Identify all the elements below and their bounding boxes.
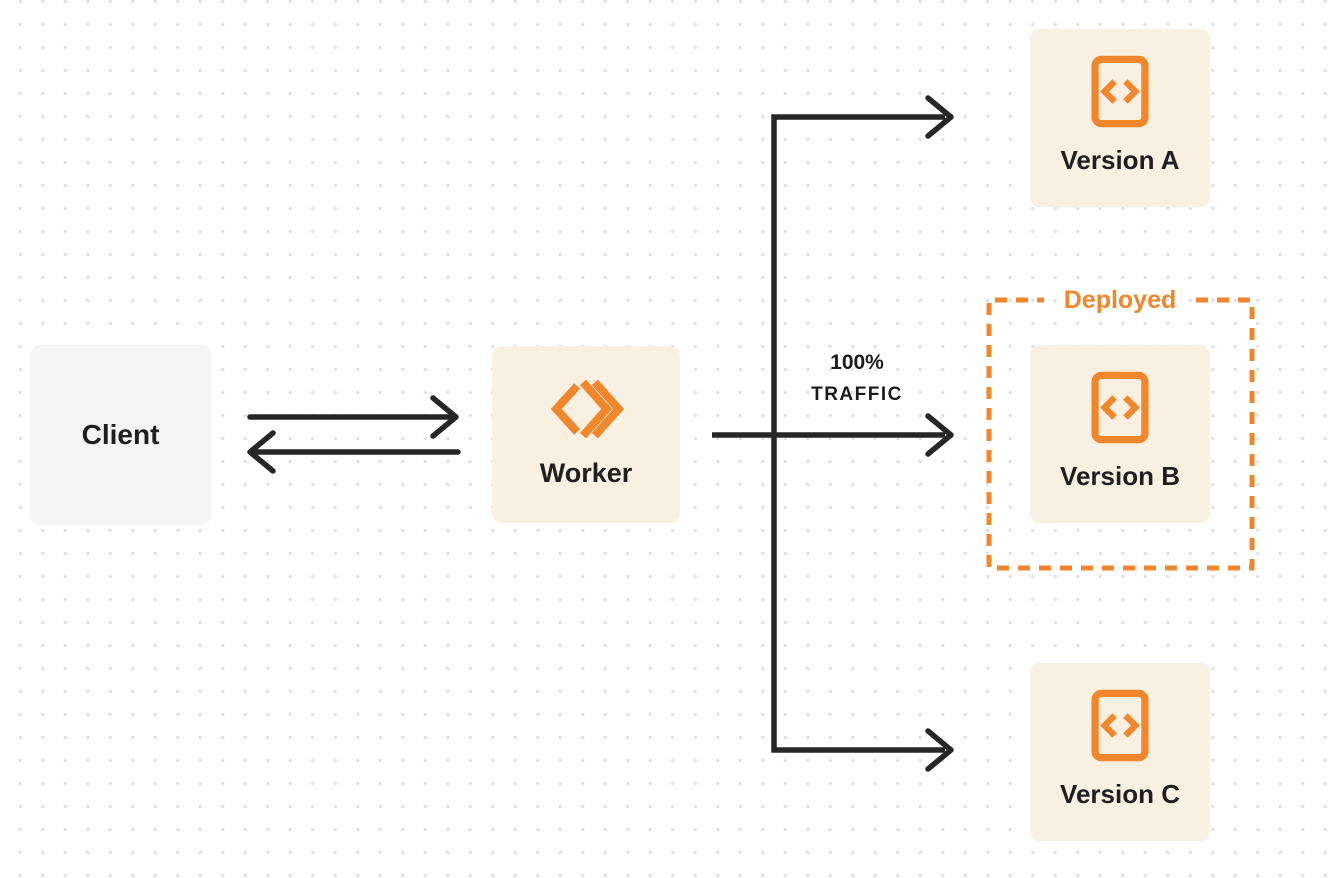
code-file-icon [1091,55,1149,128]
worker-node: Worker [492,346,680,523]
worker-output-arrow [712,413,954,457]
version-b-label: Version B [1060,461,1180,491]
request-arrow [247,395,459,439]
version-c-label: Version C [1060,779,1180,809]
version-c-node: Version C [1030,663,1210,841]
response-arrow [247,430,461,474]
arrowhead-version-a-icon [925,95,954,139]
deployed-label: Deployed [1063,286,1177,314]
arrowhead-version-c-icon [925,728,954,772]
worker-label: Worker [539,458,633,488]
traffic-word: TRAFFIC [811,384,903,405]
code-file-icon [1091,689,1149,762]
version-a-label: Version A [1060,145,1180,175]
version-b-node: Version B [1030,345,1210,523]
version-a-node: Version A [1030,29,1210,207]
arrowhead-right-icon [430,395,459,439]
client-label: Client [81,419,160,450]
branch-line [771,95,954,772]
code-file-icon [1091,371,1149,444]
client-node: Client [30,345,211,525]
traffic-annotation: 100% TRAFFIC [787,348,927,411]
arrowhead-version-b-icon [925,413,954,457]
traffic-percentage: 100% [830,351,884,374]
cloudflare-workers-logo-icon [546,372,626,446]
arrowhead-left-icon [247,430,276,474]
